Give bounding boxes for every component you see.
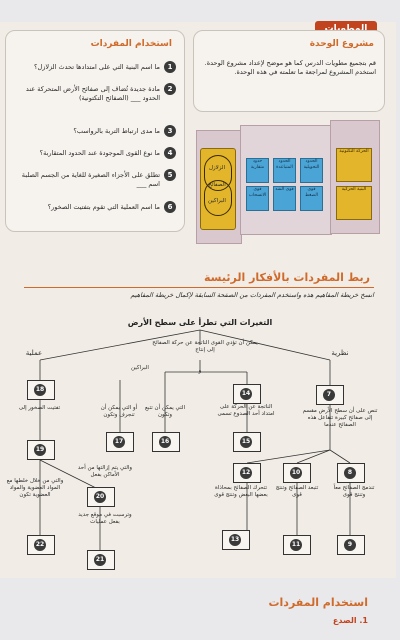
- box-number: 18: [34, 384, 46, 396]
- map-box-9: 9: [337, 535, 365, 555]
- map-box-12: 12: [233, 463, 261, 483]
- box-number: 8: [344, 467, 356, 479]
- label-19a: والتي من خلال خلطها مع المواد العضوية وا…: [6, 478, 64, 498]
- venn-label-earthquakes: الزلازل: [208, 165, 226, 171]
- map-box-15: 15: [233, 432, 261, 452]
- map-box-11: 11: [283, 535, 311, 555]
- right-card: الحركة التكتونية: [336, 148, 372, 182]
- q2-text: مادة جديدة تُضاف إلى صفائح الأرض المتحرك…: [25, 85, 160, 102]
- section-divider: [24, 287, 374, 288]
- venn-label-plates: الصفائح: [208, 182, 226, 188]
- blue-cell: الحدود المتباعدة: [273, 158, 296, 183]
- label-8: تندمج الصفائح معاً وتنتج قوى: [333, 485, 375, 498]
- right-card: البنية الحركية: [336, 186, 372, 220]
- map-center-text: يمكن أن تؤدي القوى الناتجة عن حركة الصفا…: [152, 340, 258, 353]
- box-number: 22: [34, 539, 46, 551]
- fault-label: الناتجة عن الحركة على امتداد أحد الصدوع …: [217, 404, 275, 417]
- vocab-title: استخدام المفردات: [90, 39, 172, 49]
- q4-number: 4: [164, 147, 176, 159]
- map-box-22: 22: [27, 535, 55, 555]
- q2-number: 2: [164, 83, 176, 95]
- bottom-answer-1: 1. الصدع: [332, 616, 368, 625]
- box-number: 21: [94, 554, 106, 566]
- label-19b: والتي يتم إزالتها من أحد الأماكن بفعل: [77, 465, 133, 478]
- box-number: 9: [344, 539, 356, 551]
- box-number: 14: [240, 388, 252, 400]
- blue-cell: قوى الانسحاب: [246, 186, 269, 211]
- map-box-8: 8: [337, 463, 365, 483]
- label-10: تتبعد الصفائح وتنتج قوى: [275, 485, 319, 498]
- vocab-list: 1 ما اسم البنية التي على امتدادها تحدث ا…: [6, 31, 184, 231]
- q6-text: ما اسم العملية التي تقوم بتفتيت الصخور؟: [47, 203, 160, 211]
- box-number: 17: [113, 436, 125, 448]
- vocabulary-card: استخدام المفردات 1 ما اسم البنية التي عل…: [5, 30, 185, 232]
- box-number: 16: [159, 436, 171, 448]
- concepts-title: ربط المفردات بالأفكار الرئيسة: [204, 271, 370, 284]
- map-box-19: 19: [27, 440, 55, 460]
- q1-text: ما اسم البنية التي على امتدادها تحدث الز…: [34, 63, 160, 71]
- box-number: 7: [323, 389, 335, 401]
- box-number: 13: [229, 534, 241, 546]
- blue-cell: الحدود التحويلية: [300, 158, 323, 183]
- box-number: 15: [240, 436, 252, 448]
- blue-cell: حدود متقاربة: [246, 158, 269, 183]
- map-box-16: 16: [152, 432, 180, 452]
- box-number: 19: [34, 444, 46, 456]
- foldable-illustration: الزلازل الصفائح البراكين حدود متقاربة ال…: [196, 120, 386, 245]
- branch-theory: نظرية: [331, 349, 349, 357]
- map-box-20: 20: [87, 487, 115, 507]
- box-number: 12: [240, 467, 252, 479]
- concepts-instruction: انسخ خريطة المفاهيم هذه واستخدم المفردات…: [130, 291, 374, 299]
- venn-label-volcanoes: البراكين: [208, 198, 226, 204]
- map-box-21: 21: [87, 550, 115, 570]
- q3-number: 3: [164, 125, 176, 137]
- q4-text: ما نوع القوى الموجودة عند الحدود المتقار…: [39, 149, 160, 157]
- blue-cell: قوى الشد: [273, 186, 296, 211]
- q5-number: 5: [164, 169, 176, 181]
- q6-number: 6: [164, 201, 176, 213]
- label-16: التي يمكن أن تتبع وتكون: [145, 405, 185, 418]
- map-box-18: 18: [27, 380, 55, 400]
- q1-number: 1: [164, 61, 176, 73]
- branch-process: عملية: [25, 349, 43, 357]
- label-17: أو التي يمكن أن تنجرف وتكون: [100, 405, 138, 418]
- venn-circle-bottom: [204, 180, 232, 216]
- map-box-10: 10: [283, 463, 311, 483]
- label-12: تتحرك الصفائح بمحاذاة بعضها البعض وتنتج …: [214, 485, 268, 498]
- box-number: 20: [94, 491, 106, 503]
- label-18: تفتيت الصخور إلى: [18, 405, 61, 411]
- map-box-17: 17: [106, 432, 134, 452]
- q3-text: ما مدى ارتباط التربة بالرواسب؟: [73, 127, 160, 135]
- theory-description: تنص على أن سطح الأرض مقسم إلى صفائح كبير…: [302, 408, 378, 428]
- map-box-7: 7: [316, 385, 344, 405]
- project-title: مشروع الوحدة: [309, 39, 374, 49]
- concept-map-title: التغيرات التي تطرأ على سطح الأرض: [127, 318, 273, 327]
- blue-cell: قوى الضغط: [300, 186, 323, 211]
- unit-project-box: مشروع الوحدة قم بتجميع مطويات الدرس كما …: [193, 30, 385, 112]
- label-20: وترسبت في موقع جديد بفعل عمليات: [78, 512, 132, 525]
- map-box-14: 14: [233, 384, 261, 404]
- and-label: و: [198, 368, 202, 374]
- project-body: قم بتجميع مطويات الدرس كما هو موضح لإعدا…: [204, 59, 376, 76]
- volcano-label: البراكين: [131, 365, 149, 371]
- box-number: 10: [290, 467, 302, 479]
- bottom-section-title: استخدام المفردات: [268, 596, 368, 609]
- box-number: 11: [290, 539, 302, 551]
- map-box-13: 13: [222, 530, 250, 550]
- q5-text: تطلق على الأجزاء الصغيرة للغاية من الجسم…: [21, 171, 160, 188]
